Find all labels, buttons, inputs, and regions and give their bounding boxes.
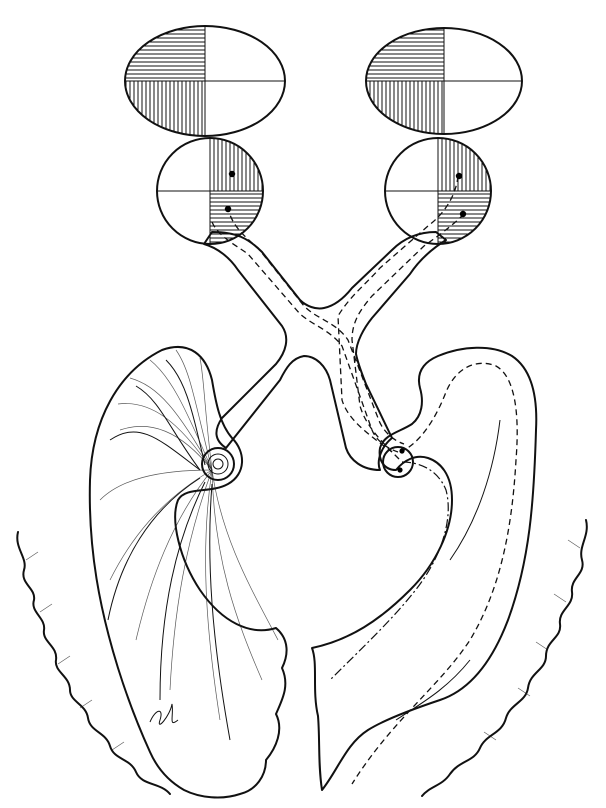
left-visual-cortex xyxy=(90,347,287,798)
left-cortical-margin xyxy=(17,532,170,794)
left-eye-visual-field xyxy=(125,26,285,137)
fiber-crossing-3 xyxy=(352,214,464,460)
right-cortical-margin xyxy=(422,520,587,796)
left-cortex-outline xyxy=(90,347,287,798)
optic-tract-right xyxy=(212,222,398,452)
radiation-fiber-2 xyxy=(330,462,448,680)
optic-chiasm xyxy=(204,232,446,470)
signature-mark xyxy=(150,704,178,724)
left-retina xyxy=(157,138,264,245)
right-eye-visual-field xyxy=(366,28,522,135)
right-retina xyxy=(385,138,492,245)
radiation-fiber-1 xyxy=(352,363,517,784)
